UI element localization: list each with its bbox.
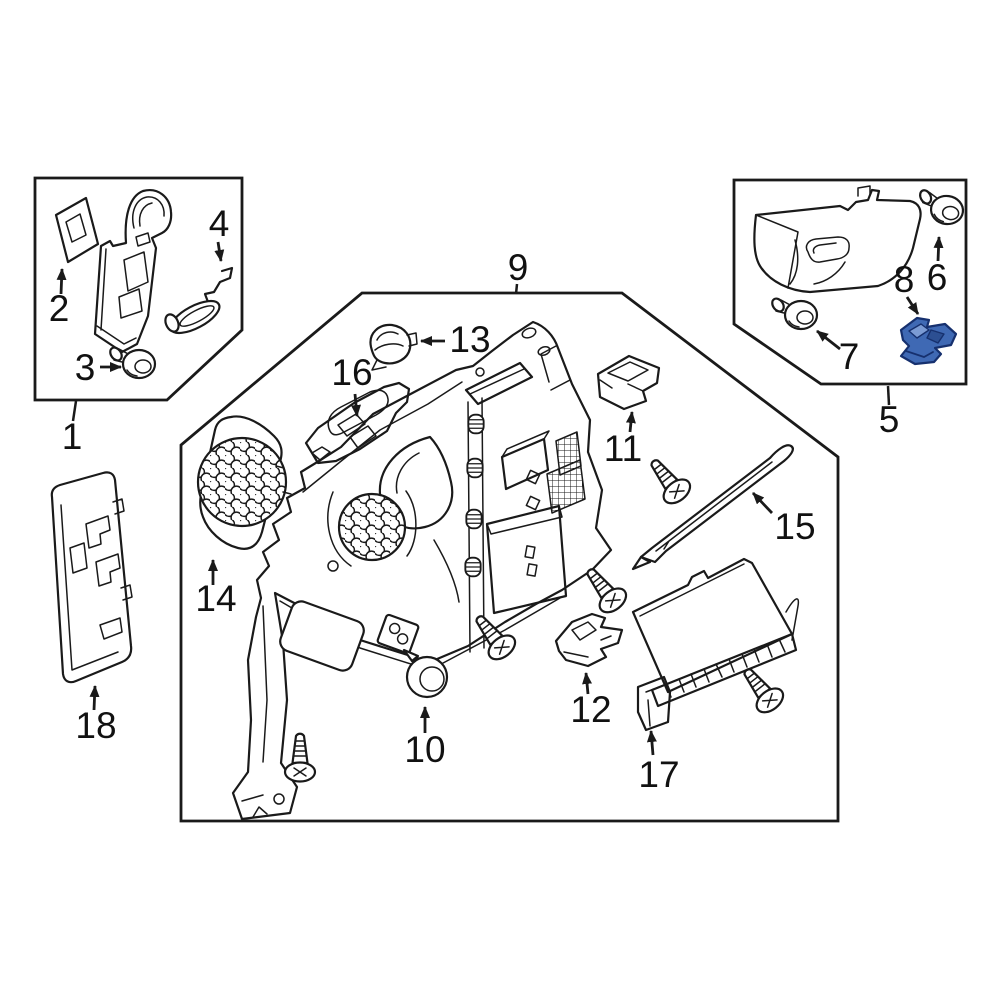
screw-fastener	[733, 659, 789, 719]
part-1-pillar-trim-drawing	[93, 189, 173, 354]
callout-17-arrow	[646, 730, 657, 756]
screw-fastener	[465, 606, 521, 666]
screw-fastener	[283, 732, 317, 783]
callout-12-arrow	[582, 672, 593, 695]
callout-17: 17	[638, 754, 679, 795]
box-1-outline	[33, 176, 244, 402]
part-13-cap-drawing	[369, 323, 418, 371]
callout-5: 5	[879, 399, 900, 440]
callout-7: 7	[839, 336, 860, 377]
part-8-clip-drawing-highlighted	[899, 316, 958, 366]
part-5-pillar-trim-drawing	[753, 185, 922, 294]
callout-15: 15	[774, 506, 815, 547]
callout-3: 3	[75, 347, 96, 388]
part-18-trim-panel-drawing	[50, 471, 133, 684]
part-6-retainer-clip-drawing	[913, 186, 967, 228]
box-5-outline	[732, 178, 968, 386]
callout-9: 9	[508, 247, 529, 288]
part-9-quarter-trim-panel-drawing	[231, 320, 613, 821]
callout-18: 18	[75, 705, 116, 746]
callout-4-arrow	[214, 241, 225, 262]
callout-15-arrow	[751, 492, 774, 514]
part-15-retainer-strip-drawing	[631, 444, 794, 571]
callout-labels: 1 2 3 4 5 6 7 8 9 10 11 12 13 14 15 16 1…	[49, 203, 948, 795]
callout-14: 14	[195, 578, 236, 619]
part-2-trim-card-drawing	[54, 196, 100, 264]
callout-6-arrow	[933, 236, 944, 262]
screw-fastener	[576, 559, 632, 619]
screw-fastener	[640, 450, 696, 510]
box-9-outline	[179, 291, 840, 823]
callout-10: 10	[404, 729, 445, 770]
callout-4: 4	[209, 203, 230, 244]
part-17-sill-trim-drawing	[631, 557, 800, 732]
callout-6: 6	[927, 257, 948, 298]
callout-16-arrow	[351, 393, 361, 417]
callout-1-leader	[71, 400, 78, 422]
callout-16: 16	[331, 352, 372, 393]
part-4-bracket-drawing	[164, 266, 234, 335]
callout-9-leader	[514, 283, 519, 295]
part-16-tray-drawing	[304, 381, 411, 465]
callout-1: 1	[62, 416, 83, 457]
callout-8: 8	[894, 259, 915, 300]
callout-8-arrow	[905, 296, 920, 315]
callout-13: 13	[449, 319, 490, 360]
part-10-grommet-drawing	[402, 648, 449, 699]
part-12-clip-drawing	[554, 612, 624, 668]
callout-12: 12	[570, 689, 611, 730]
callout-11: 11	[604, 428, 642, 469]
callout-18-arrow	[89, 685, 100, 711]
part-14-speaker-grille-drawing	[196, 415, 292, 550]
callout-arrows	[56, 236, 944, 756]
callout-5-leader	[886, 385, 891, 406]
callout-11-arrow	[625, 411, 636, 433]
assembly-box-1	[33, 176, 244, 402]
part-7-retainer-clip-drawing	[768, 295, 819, 331]
assembly-box-9	[179, 291, 840, 823]
assembly-box-5	[732, 178, 968, 386]
callout-2: 2	[49, 288, 70, 329]
callout-2-arrow	[56, 268, 67, 295]
part-3-retainer-clip-drawing	[106, 344, 157, 380]
callout-7-arrow	[816, 329, 841, 351]
part-11-clip-drawing	[596, 354, 661, 411]
part-8-body	[899, 316, 958, 366]
